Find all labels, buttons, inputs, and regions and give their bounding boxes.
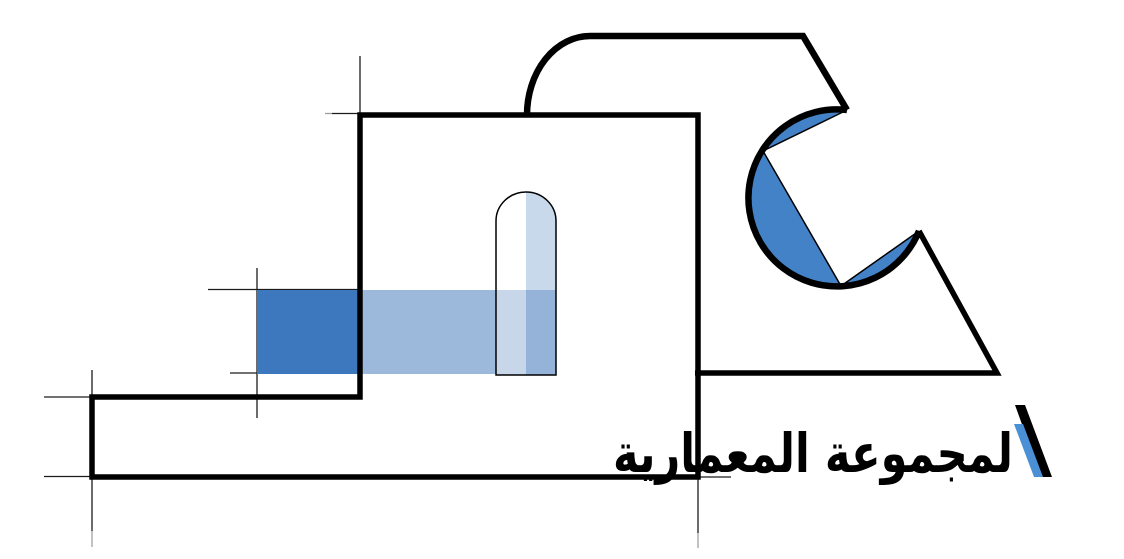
arch-left-band-fill xyxy=(496,290,526,375)
roofline-flag xyxy=(523,32,850,116)
ledger-zigzag xyxy=(695,229,1002,376)
wordmark-text: لمجموعة المعمارية xyxy=(613,422,1013,485)
crescent-lunes-fill xyxy=(748,109,919,287)
crescent-chords xyxy=(761,109,920,288)
arch-right-upper-fill xyxy=(526,192,556,290)
construction-hairline-tails xyxy=(91,112,699,548)
building-outline xyxy=(89,112,701,480)
arch-right-band-fill xyxy=(526,290,556,375)
band-solid-fill xyxy=(257,290,360,374)
crescent-arc xyxy=(745,106,923,290)
alef-slash-black xyxy=(1015,405,1052,477)
arch-window-outline xyxy=(495,191,557,376)
alef-slash-blue xyxy=(1014,424,1043,477)
wordmark: لمجموعة المعمارية xyxy=(613,427,1013,481)
